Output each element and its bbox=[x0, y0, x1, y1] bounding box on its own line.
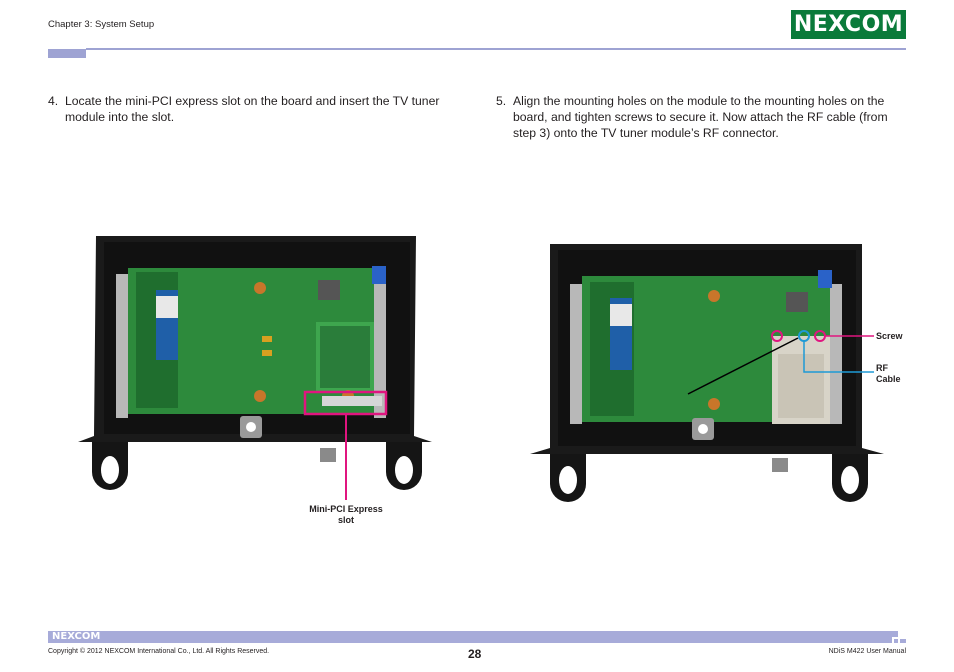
step-5-number: 5. bbox=[496, 94, 507, 108]
nexcom-logo: NEXCOM bbox=[791, 10, 906, 39]
board-photo-slot bbox=[78, 236, 432, 500]
footer-bar bbox=[48, 631, 892, 643]
slot-callout-line1: Mini-PCI Express bbox=[309, 504, 383, 514]
chapter-title: Chapter 3: System Setup bbox=[48, 19, 155, 30]
step-5: 5. Align the mounting holes on the modul… bbox=[496, 93, 906, 143]
header-accent-block bbox=[48, 49, 86, 58]
rf-callout-line1: RF bbox=[876, 363, 888, 373]
footer-logo: NEXCOM bbox=[52, 631, 101, 642]
footer-square-3 bbox=[900, 639, 906, 643]
header-rule bbox=[86, 48, 906, 50]
step-4-line1: Locate the mini-PCI express slot on the … bbox=[65, 94, 440, 108]
step-4-line2: module into the slot. bbox=[65, 110, 175, 124]
board-photo-module bbox=[530, 244, 884, 502]
nexcom-logo-text: NEXCOM bbox=[793, 12, 904, 37]
slot-callout: Mini-PCI Express slot bbox=[296, 504, 396, 526]
screw-callout: Screw bbox=[876, 331, 903, 341]
page-number: 28 bbox=[468, 647, 482, 661]
slot-callout-line2: slot bbox=[337, 515, 354, 525]
rf-cable-callout: RF Cable bbox=[876, 363, 901, 385]
footer-square-1 bbox=[892, 631, 898, 637]
step-5-line2: board, and tighten screws to secure it. … bbox=[513, 110, 888, 124]
footer-square-2 bbox=[894, 639, 898, 643]
copyright-text: Copyright © 2012 NEXCOM International Co… bbox=[48, 648, 270, 655]
step-5-line1: Align the mounting holes on the module t… bbox=[513, 94, 885, 108]
manual-title: NDiS M422 User Manual bbox=[828, 648, 906, 655]
step-4: 4. Locate the mini-PCI express slot on t… bbox=[48, 93, 468, 127]
step-4-number: 4. bbox=[48, 94, 59, 108]
rf-callout-line2: Cable bbox=[876, 374, 901, 384]
step-5-line3: step 3) onto the TV tuner module’s RF co… bbox=[513, 126, 779, 140]
